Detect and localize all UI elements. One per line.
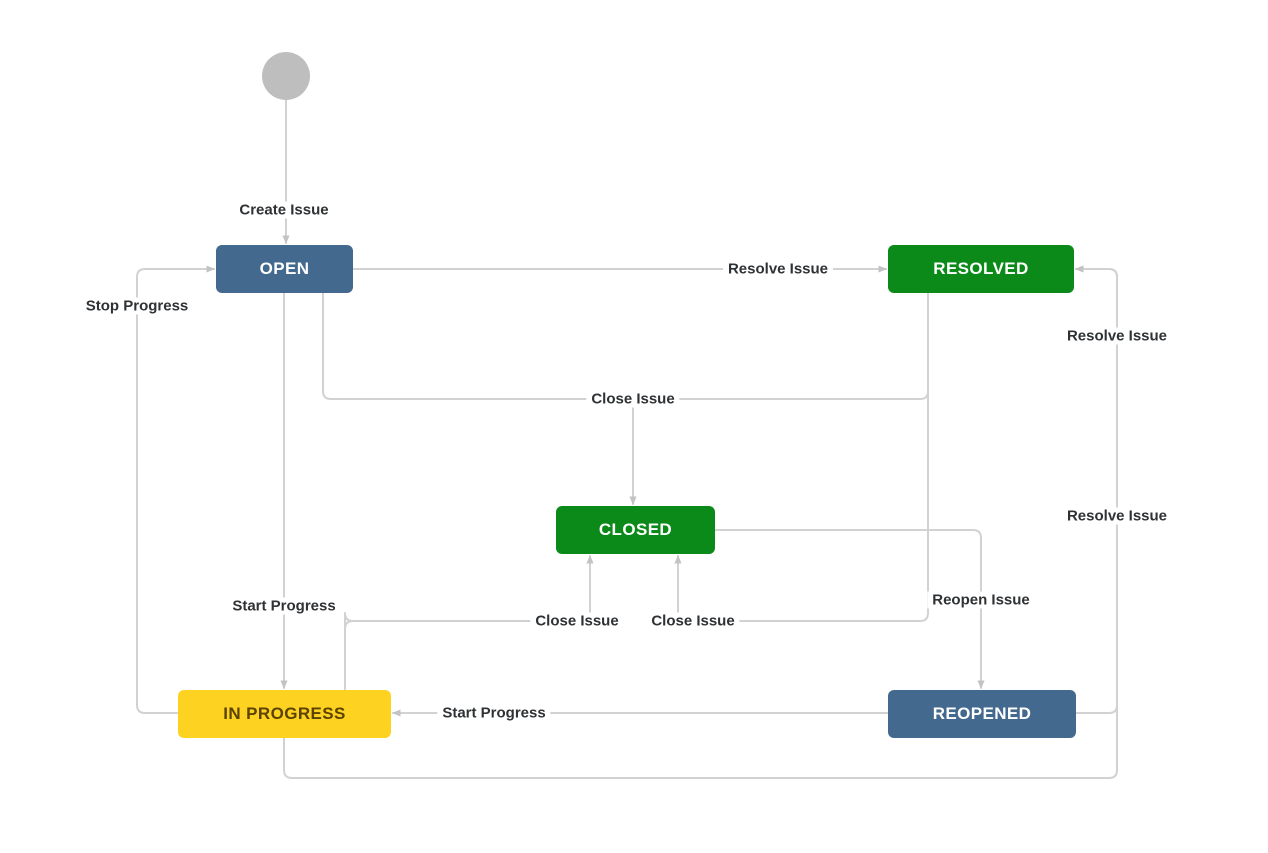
node-closed[interactable]: CLOSED	[556, 506, 715, 554]
edge-label-start-progress-open: Start Progress	[227, 597, 341, 615]
edge-label-resolve-issue-reopened: Resolve Issue	[1061, 327, 1173, 345]
start-state-circle[interactable]	[262, 52, 310, 100]
edge-resolve-inprogress	[283, 265, 1118, 779]
edge-label-start-progress-reopened: Start Progress	[437, 704, 551, 722]
edge-stop-progress	[136, 265, 216, 714]
edge-label-stop-progress: Stop Progress	[80, 297, 194, 315]
node-open-label: OPEN	[259, 259, 310, 278]
edge-close-resolved	[632, 292, 929, 400]
node-closed-label: CLOSED	[598, 520, 673, 539]
node-resolved-label: RESOLVED	[933, 259, 1029, 278]
edge-close-reopened-rail	[692, 292, 929, 622]
edge-label-resolve-issue-in-progress: Resolve Issue	[1061, 507, 1173, 525]
edge-label-resolve-issue-open: Resolve Issue	[722, 260, 834, 278]
node-open[interactable]: OPEN	[216, 245, 353, 293]
edge-label-reopen-issue: Reopen Issue	[927, 591, 1035, 609]
node-reopened-label: REOPENED	[932, 704, 1032, 723]
node-reopened[interactable]: REOPENED	[888, 690, 1076, 738]
edge-close-reopened	[677, 555, 694, 622]
node-in-progress[interactable]: IN PROGRESS	[178, 690, 391, 738]
edge-label-close-issue-in-progress: Close Issue	[530, 612, 624, 630]
edge-close-inprogress-corner	[344, 620, 578, 701]
edge-label-create-issue: Create Issue	[234, 201, 334, 219]
edge-reopen-issue	[714, 529, 985, 690]
edge-label-close-issue-open: Close Issue	[586, 390, 680, 408]
node-in-progress-label: IN PROGRESS	[223, 704, 346, 723]
edge-close-open	[322, 292, 634, 400]
node-resolved[interactable]: RESOLVED	[888, 245, 1074, 293]
edge-label-close-issue-reopened: Close Issue	[646, 612, 740, 630]
